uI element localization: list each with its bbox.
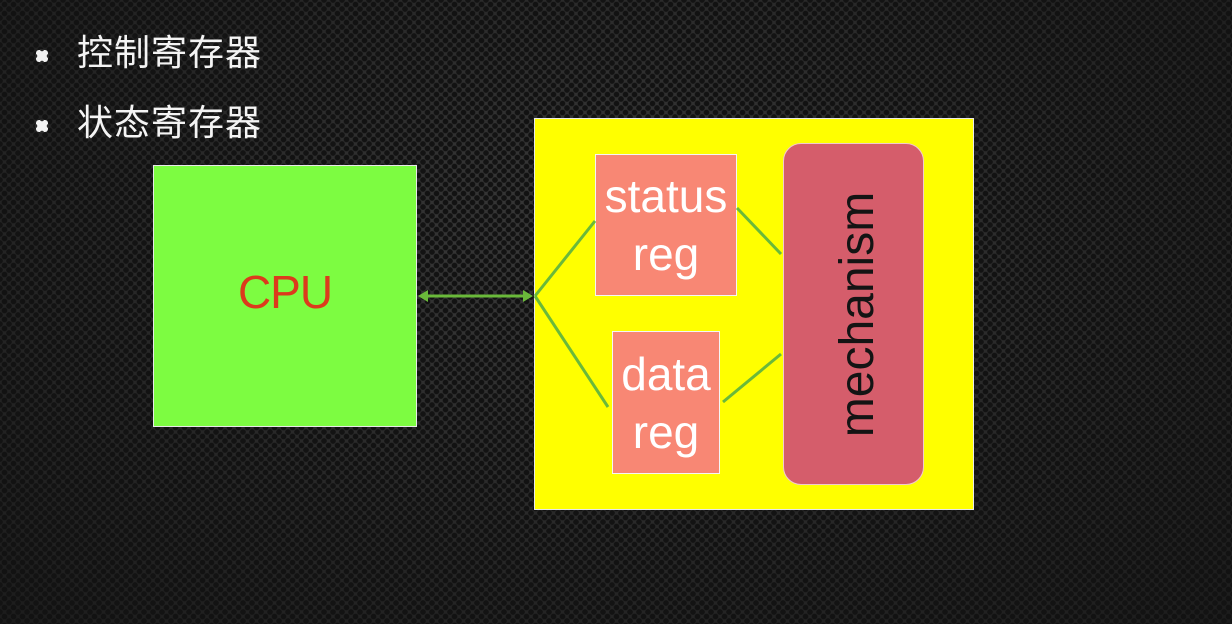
arrowhead-left-icon (418, 290, 428, 302)
bullet-icon (34, 48, 50, 64)
status-register-box: status reg (595, 154, 737, 296)
cpu-label: CPU (237, 266, 333, 318)
cpu-device-arrow (418, 290, 533, 302)
mechanism-label: mechanism (831, 191, 885, 437)
mechanism-box: mechanism (783, 143, 924, 485)
arrowhead-right-icon (523, 290, 533, 302)
data-register-label-line1: data (621, 347, 711, 400)
bullet-text: 状态寄存器 (77, 103, 263, 144)
data-register-box: data reg (612, 331, 720, 474)
data-register-label-line2: reg (632, 405, 700, 458)
bullet-item-status-register: 状态寄存器 (30, 98, 262, 168)
status-register-label-line2: reg (632, 228, 700, 280)
bullet-icon (34, 118, 50, 134)
status-register-label-line1: status (604, 170, 728, 222)
bullet-item-control-register: 控制寄存器 (30, 28, 262, 98)
bullet-text: 控制寄存器 (77, 33, 263, 74)
cpu-box: CPU (153, 165, 417, 427)
bullet-list: 控制寄存器 状态寄存器 (30, 28, 262, 168)
